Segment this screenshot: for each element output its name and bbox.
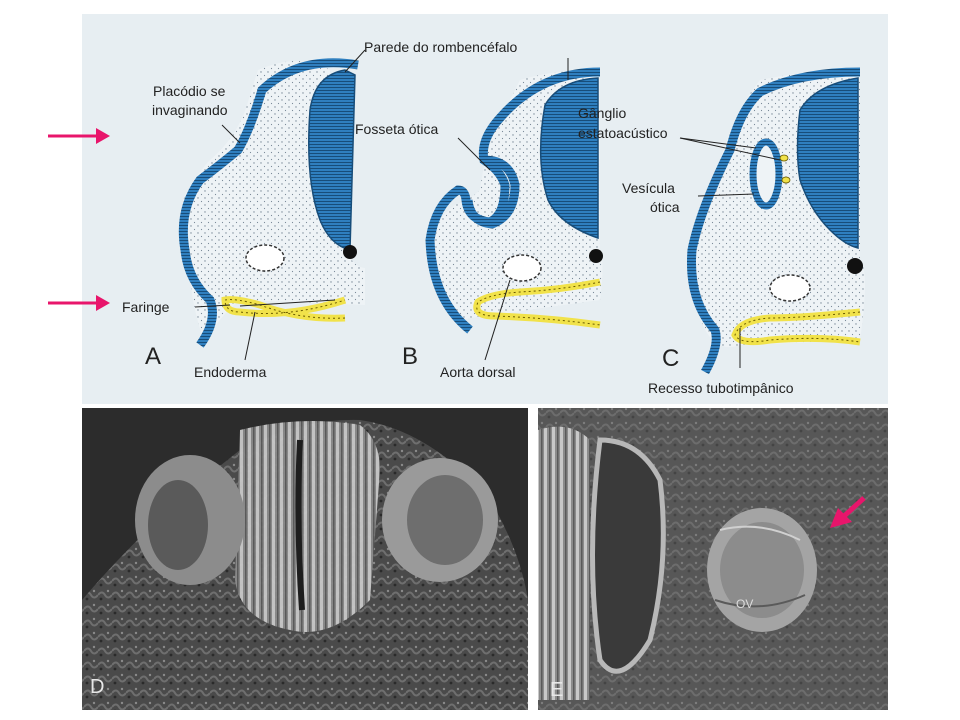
panel-c-ganglion-2 bbox=[781, 176, 791, 184]
sem-panel-e: OV E bbox=[538, 408, 888, 710]
panel-a-notochord bbox=[343, 245, 357, 259]
label-ov: OV bbox=[736, 597, 753, 611]
panel-c bbox=[687, 67, 865, 375]
label-fosseta: Fosseta ótica bbox=[355, 121, 438, 137]
arrow-right-icon bbox=[48, 128, 110, 144]
panel-label-e: E bbox=[550, 679, 563, 701]
panel-b-dorsal-aorta bbox=[502, 254, 542, 282]
panel-c-rhombencephalon-wall bbox=[796, 77, 859, 249]
label-vesicula-2: ótica bbox=[650, 199, 680, 215]
label-vesicula-1: Vesícula bbox=[622, 180, 675, 196]
panel-b bbox=[425, 67, 603, 334]
panel-label-b: B bbox=[402, 343, 418, 370]
label-ganglio-2: estatoacústico bbox=[578, 125, 668, 141]
label-ganglio-1: Gânglio bbox=[578, 105, 626, 121]
panel-c-dorsal-aorta bbox=[769, 274, 811, 302]
arrow-right-icon bbox=[48, 295, 110, 311]
panel-b-rhombencephalon-wall bbox=[539, 77, 599, 240]
sem-panel-d: D bbox=[82, 408, 528, 710]
leader-lines bbox=[194, 49, 781, 368]
panel-a bbox=[178, 58, 365, 348]
panel-a-ectoderm bbox=[178, 58, 359, 348]
label-placodio-2: invaginando bbox=[152, 102, 228, 118]
panel-label-d: D bbox=[90, 676, 104, 698]
panel-label-a: A bbox=[145, 343, 161, 370]
panel-a-rhombencephalon-wall bbox=[308, 69, 356, 251]
label-faringe: Faringe bbox=[122, 299, 170, 315]
panel-b-otic-pit bbox=[463, 155, 520, 229]
arrow-diagonal-icon bbox=[830, 496, 866, 528]
panel-c-notochord bbox=[847, 258, 863, 274]
panel-label-c: C bbox=[662, 345, 679, 372]
panel-c-otic-vesicle bbox=[749, 138, 783, 210]
label-parede: Parede do rombencéfalo bbox=[364, 39, 518, 55]
label-aorta: Aorta dorsal bbox=[440, 364, 515, 380]
label-recesso: Recesso tubotimpânico bbox=[648, 380, 794, 396]
panel-a-dorsal-aorta bbox=[245, 244, 285, 272]
label-endoderma: Endoderma bbox=[194, 364, 267, 380]
panel-b-notochord bbox=[589, 249, 603, 263]
panel-c-ganglion-1 bbox=[779, 154, 789, 162]
label-placodio-1: Placódio se bbox=[153, 83, 226, 99]
